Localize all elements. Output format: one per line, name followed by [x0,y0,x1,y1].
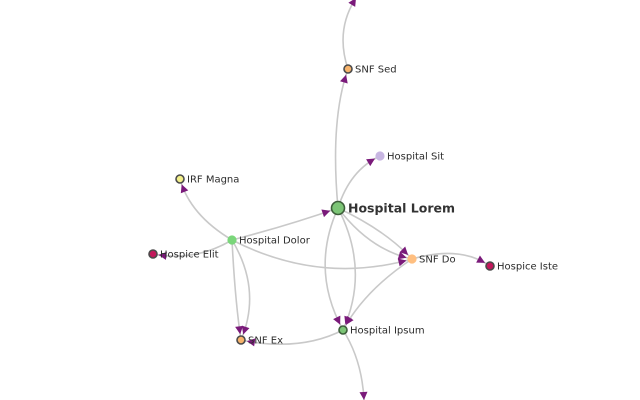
arrowhead [180,184,189,194]
arrowhead [397,258,407,267]
edge [342,329,365,400]
node-label: Hospice Elit [160,250,219,261]
node-label: SNF Sed [355,65,397,76]
edge [179,178,233,241]
node-circle[interactable] [338,325,348,335]
node-circle[interactable] [330,200,346,216]
edge [231,239,413,270]
arrowhead [359,391,368,400]
node-label: Hospital Ipsum [350,326,425,337]
arrowhead [158,251,167,260]
graph-node-irf-magna[interactable]: IRF Magna [175,174,239,186]
graph-node-hospice-iste[interactable]: Hospice Iste [485,261,558,273]
graph-node-hospital-ipsum[interactable]: Hospital Ipsum [338,325,425,337]
arrowhead [241,325,250,335]
arrowhead [235,325,244,335]
node-circle[interactable] [236,335,246,345]
graph-node-hospital-sit[interactable]: Hospital Sit [375,151,444,163]
node-circle[interactable] [485,261,495,271]
arrowhead [397,251,407,260]
graph-node-hospital-dolor[interactable]: Hospital Dolor [227,235,311,247]
arrowhead [399,246,409,255]
arrowhead [246,338,256,347]
node-circle[interactable] [148,249,158,259]
node-label: Hospital Lorem [348,201,455,216]
node-label: SNF Do [419,255,456,266]
graph-node-snf-do[interactable]: SNF Do [407,254,456,266]
node-label: Hospital Dolor [239,236,311,247]
edge [342,0,356,70]
graph-node-hospice-elit[interactable]: Hospice Elit [148,249,219,261]
graph-node-snf-ex[interactable]: SNF Ex [236,335,283,347]
arrowhead [366,158,376,167]
node-label: IRF Magna [187,175,239,186]
arrowhead [333,315,341,325]
node-circle[interactable] [375,151,385,161]
node-circle[interactable] [343,64,353,74]
edge [324,207,344,331]
node-label: Hospice Iste [497,262,558,273]
edge-layer [152,0,491,400]
graph-node-snf-sed[interactable]: SNF Sed [343,64,397,76]
node-circle[interactable] [227,235,237,245]
graph-node-hospital-lorem[interactable]: Hospital Lorem [330,200,456,216]
arrowhead [321,209,331,218]
node-label: Hospital Sit [387,152,444,163]
node-circle[interactable] [407,254,417,264]
arrowhead [345,315,354,325]
arrowhead [476,255,486,263]
node-circle[interactable] [175,174,185,184]
edge [337,207,357,331]
arrowhead [340,74,348,84]
arrowhead [348,0,356,7]
node-label: SNF Ex [248,336,283,347]
